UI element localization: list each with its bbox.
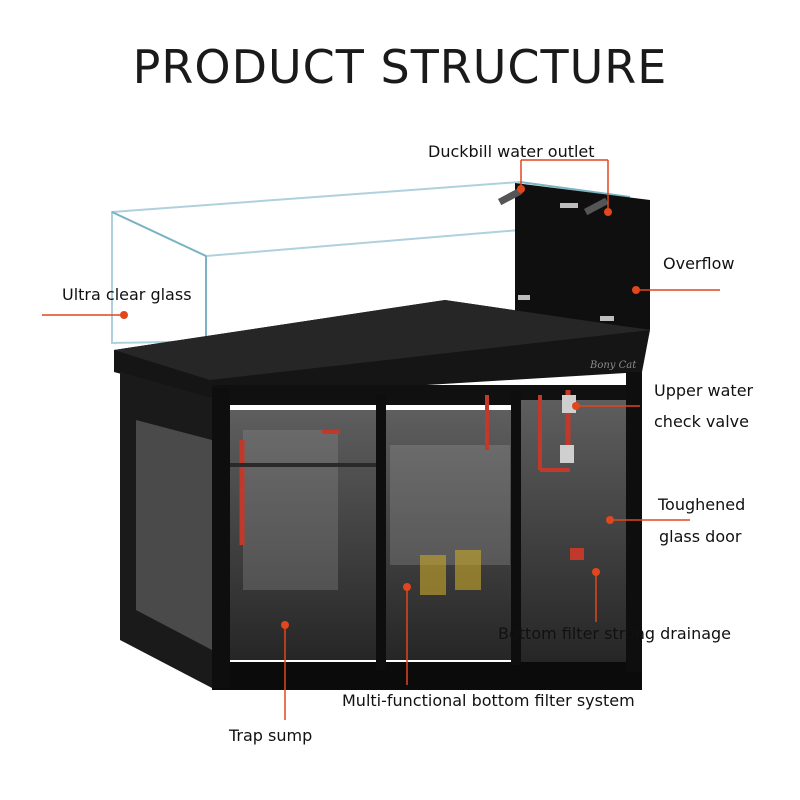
label-trap-sump: Trap sump [229, 726, 313, 745]
brand-logo: Bony Cat [589, 360, 637, 371]
cabinet-top: Bony Cat [114, 300, 650, 398]
label-multi-functional-filter: Multi-functional bottom filter system [342, 691, 635, 710]
callouts [42, 159, 720, 720]
page-title: PRODUCT STRUCTURE [132, 40, 668, 94]
label-duckbill-water-outlet: Duckbill water outlet [428, 142, 595, 161]
label-check-valve-line1: Upper water [654, 381, 754, 400]
label-toughened-line2: glass door [659, 527, 742, 546]
label-bottom-filter-drainage: Bottom filter strong drainage [498, 624, 732, 643]
label-toughened-line1: Toughened [658, 495, 746, 514]
overflow-box [497, 183, 650, 330]
label-ultra-clear-glass: Ultra clear glass [62, 285, 192, 304]
label-check-valve-line2: check valve [654, 412, 749, 431]
label-overflow: Overflow [663, 254, 735, 273]
